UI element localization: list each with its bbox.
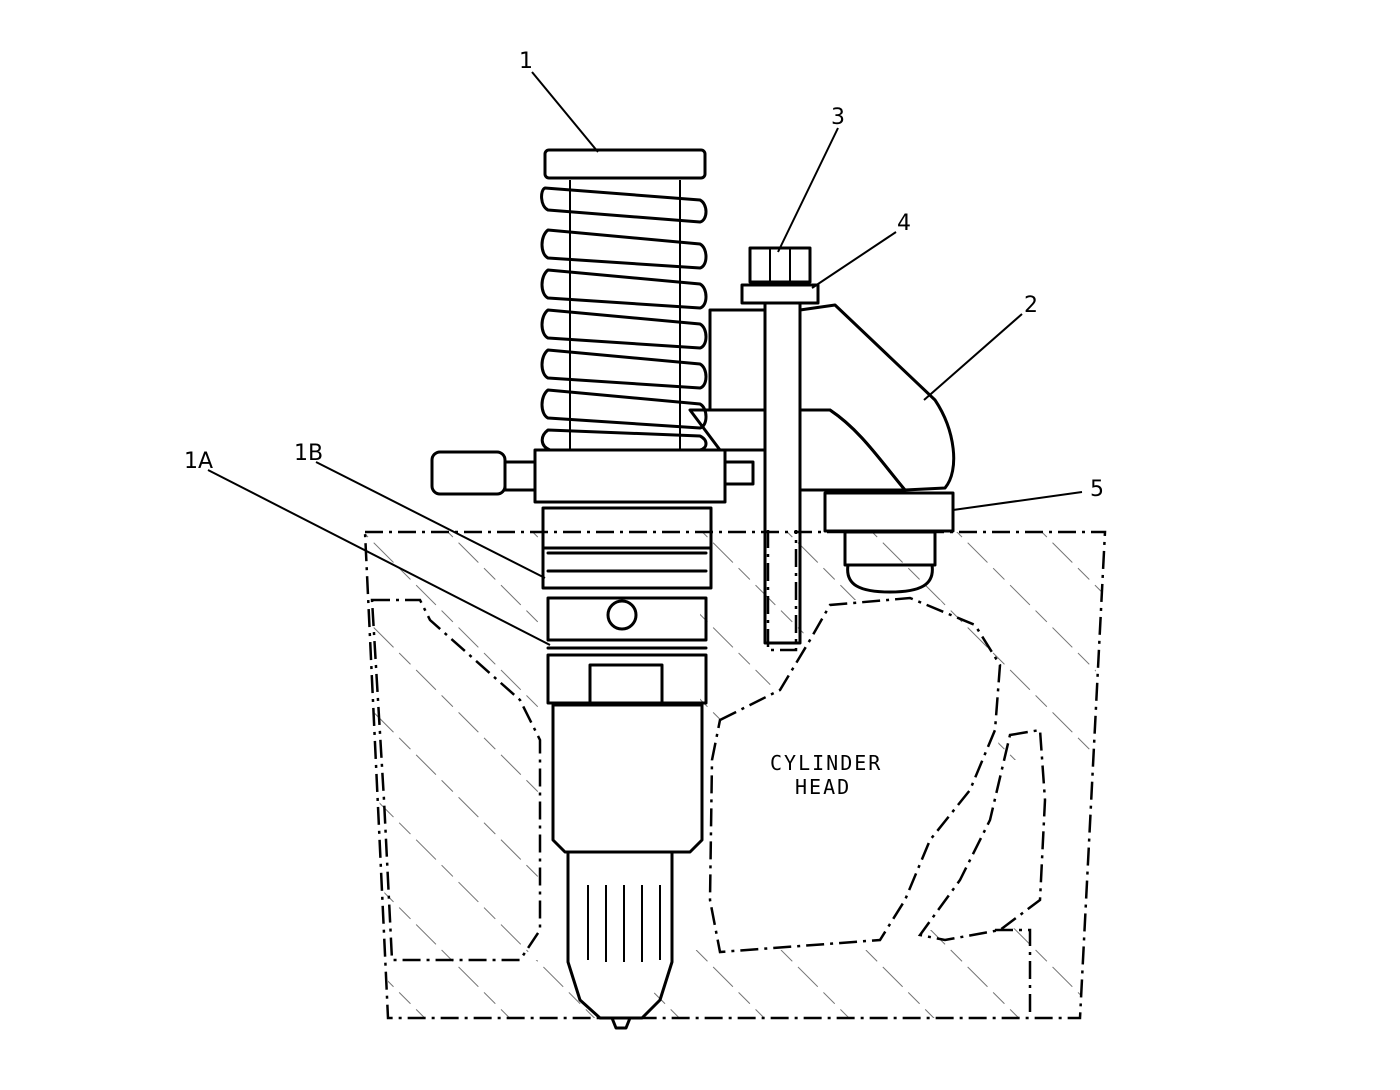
callout-4: 4	[897, 211, 911, 236]
clamp-spacer	[823, 491, 955, 594]
callout-3: 3	[831, 105, 845, 130]
callout-1b: 1B	[294, 441, 323, 466]
injector-body	[430, 448, 755, 1030]
injector-spring	[540, 148, 708, 452]
cylinder-head	[363, 530, 1107, 1020]
callout-2: 2	[1024, 293, 1038, 318]
callout-5: 5	[1090, 477, 1104, 502]
clamp-bolt	[740, 246, 820, 652]
callout-1: 1	[519, 49, 533, 74]
cylinder-head-label-line2: HEAD	[795, 775, 851, 799]
cylinder-head-label-line1: CYLINDER	[770, 751, 882, 775]
callout-1a: 1A	[184, 449, 213, 474]
leader-lines	[207, 71, 1083, 646]
